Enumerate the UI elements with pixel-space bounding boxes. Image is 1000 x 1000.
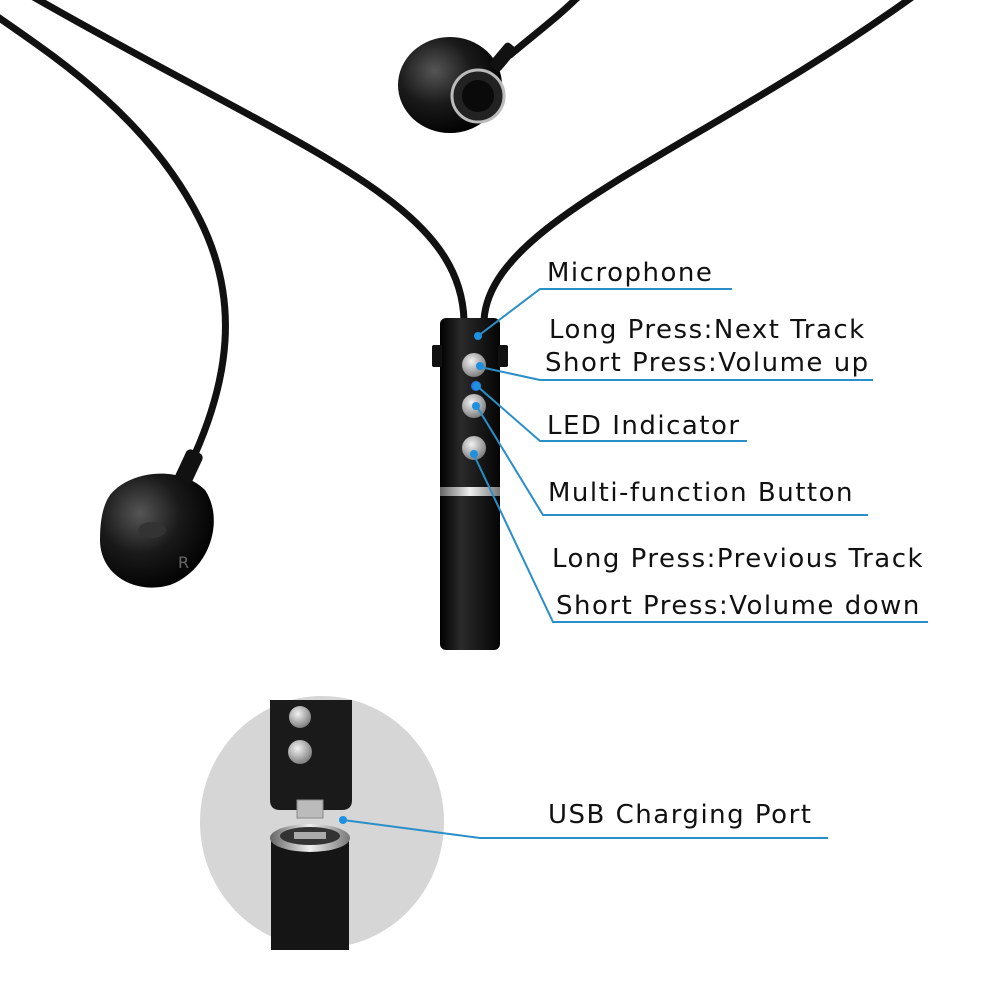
control-box xyxy=(432,318,508,650)
cables xyxy=(0,0,914,469)
label-volume-down: Short Press:Volume down xyxy=(556,591,921,621)
label-previous-track: Long Press:Previous Track xyxy=(552,544,924,574)
left-earbud: R xyxy=(100,449,214,588)
label-multi-function: Multi-function Button xyxy=(548,478,854,508)
label-led-indicator: LED Indicator xyxy=(547,411,741,441)
label-next-track: Long Press:Next Track xyxy=(549,315,866,345)
volume-up-button xyxy=(462,353,486,377)
label-microphone: Microphone xyxy=(547,258,713,288)
usb-inset xyxy=(200,696,444,950)
volume-down-button xyxy=(462,436,486,460)
label-volume-up: Short Press:Volume up xyxy=(545,348,870,378)
right-earbud xyxy=(398,37,517,133)
label-usb-port: USB Charging Port xyxy=(548,800,812,830)
earbud-marking: R xyxy=(178,553,189,572)
callouts xyxy=(339,288,928,839)
